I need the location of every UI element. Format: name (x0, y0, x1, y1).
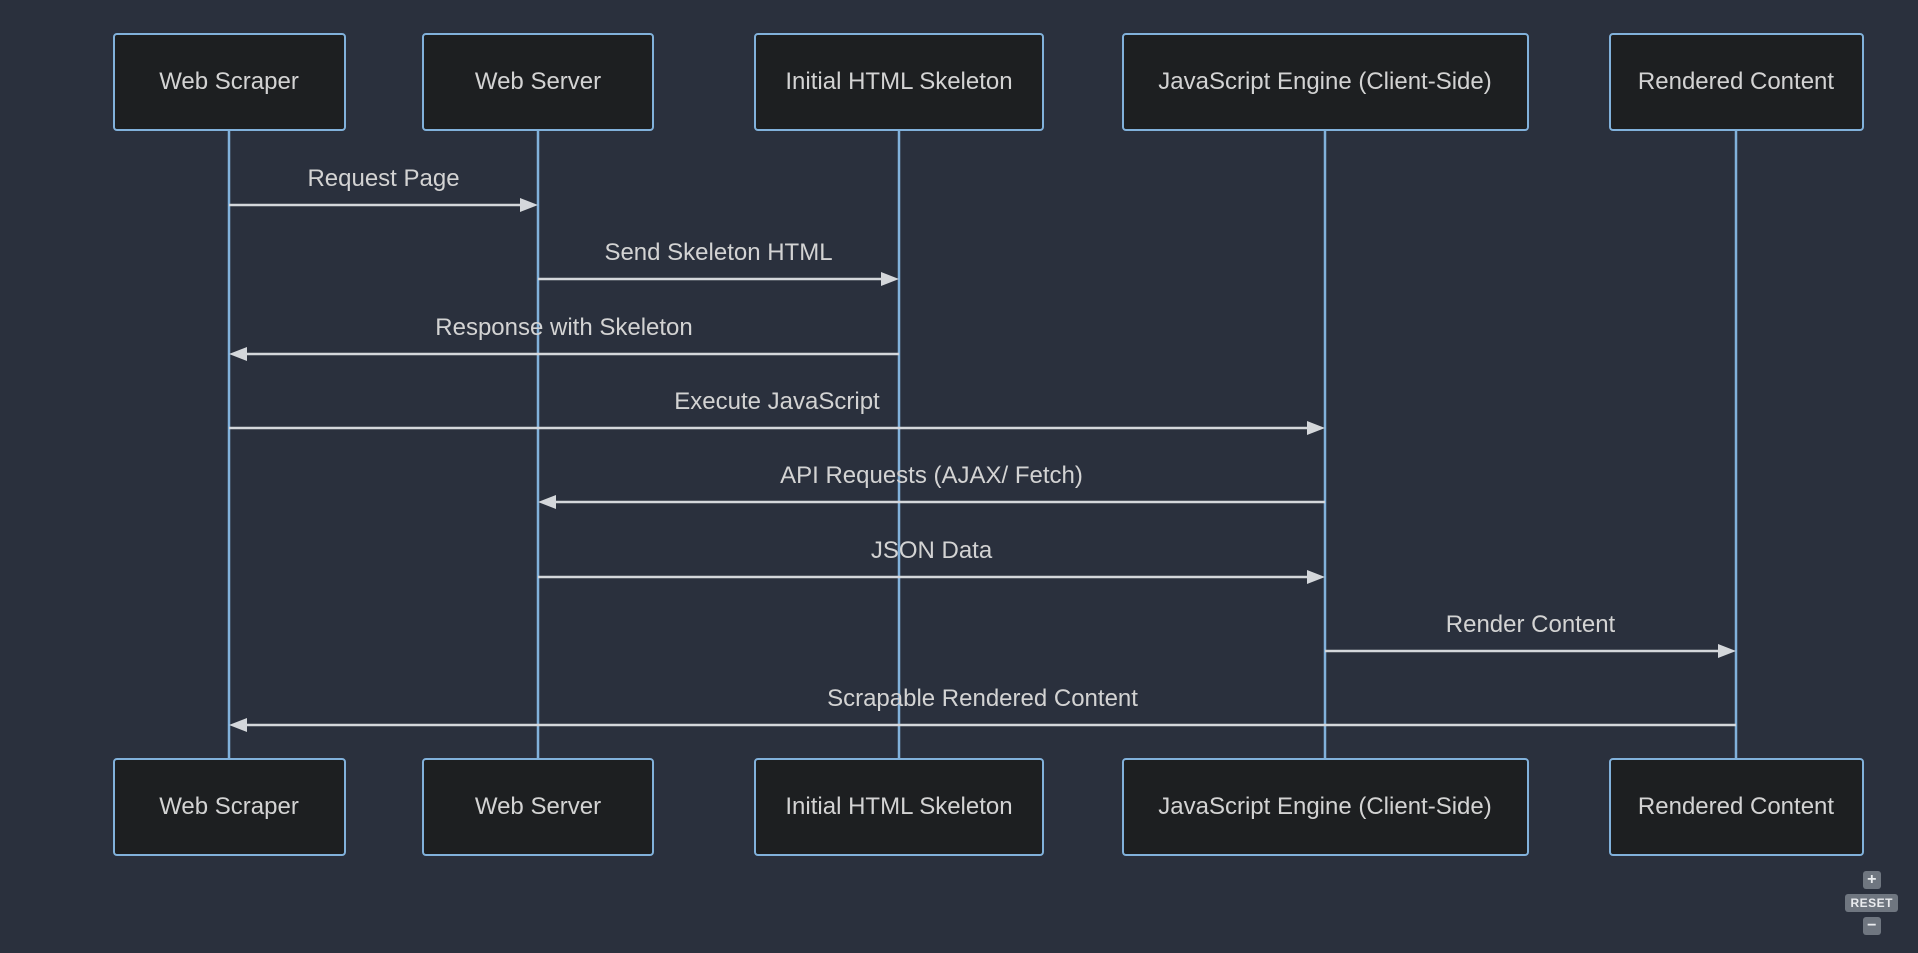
message-arrowhead-8 (229, 718, 247, 732)
participant-rendered-content-top: Rendered Content (1608, 33, 1864, 131)
message-arrowhead-1 (520, 198, 538, 212)
message-arrowhead-7 (1718, 644, 1736, 658)
participant-js-engine-bottom: JavaScript Engine (Client-Side) (1121, 758, 1529, 856)
message-arrowhead-3 (229, 347, 247, 361)
message-arrowhead-5 (538, 495, 556, 509)
message-arrowhead-4 (1307, 421, 1325, 435)
zoom-out-button[interactable]: − (1862, 917, 1881, 935)
participant-label: Rendered Content (1637, 793, 1835, 820)
participant-web-server-top: Web Server (422, 33, 654, 131)
participant-web-scraper-bottom: Web Scraper (112, 758, 346, 856)
message-label-7: Render Content (1445, 611, 1616, 638)
zoom-in-button[interactable]: + (1862, 871, 1881, 889)
message-label-1: Request Page (307, 165, 460, 192)
message-arrowhead-6 (1307, 570, 1325, 584)
message-label-6: JSON Data (870, 537, 993, 564)
participant-initial-html-skeleton-bottom: Initial HTML Skeleton (754, 758, 1044, 856)
message-arrowhead-2 (881, 272, 899, 286)
message-label-2: Send Skeleton HTML (604, 239, 833, 266)
zoom-controls: + RESET − (1845, 871, 1898, 935)
participant-label: Web Server (474, 68, 602, 95)
message-label-5: API Requests (AJAX/ Fetch) (780, 462, 1083, 489)
message-label-8: Scrapable Rendered Content (827, 685, 1138, 712)
participant-rendered-content-bottom: Rendered Content (1608, 758, 1864, 856)
zoom-reset-button[interactable]: RESET (1845, 894, 1898, 912)
message-label-3: Response with Skeleton (435, 314, 693, 341)
participant-label: Initial HTML Skeleton (785, 68, 1013, 95)
participant-initial-html-skeleton-top: Initial HTML Skeleton (754, 33, 1044, 131)
participant-label: Web Scraper (159, 793, 299, 820)
participant-js-engine-top: JavaScript Engine (Client-Side) (1121, 33, 1529, 131)
participant-label: Web Scraper (159, 68, 299, 95)
participant-label: JavaScript Engine (Client-Side) (1158, 793, 1492, 820)
participant-web-server-bottom: Web Server (422, 758, 654, 856)
participant-label: Initial HTML Skeleton (785, 793, 1013, 820)
participant-label: Rendered Content (1637, 68, 1835, 95)
participant-label: Web Server (474, 793, 602, 820)
participant-label: JavaScript Engine (Client-Side) (1158, 68, 1492, 95)
message-label-4: Execute JavaScript (674, 388, 880, 415)
participant-web-scraper-top: Web Scraper (112, 33, 346, 131)
